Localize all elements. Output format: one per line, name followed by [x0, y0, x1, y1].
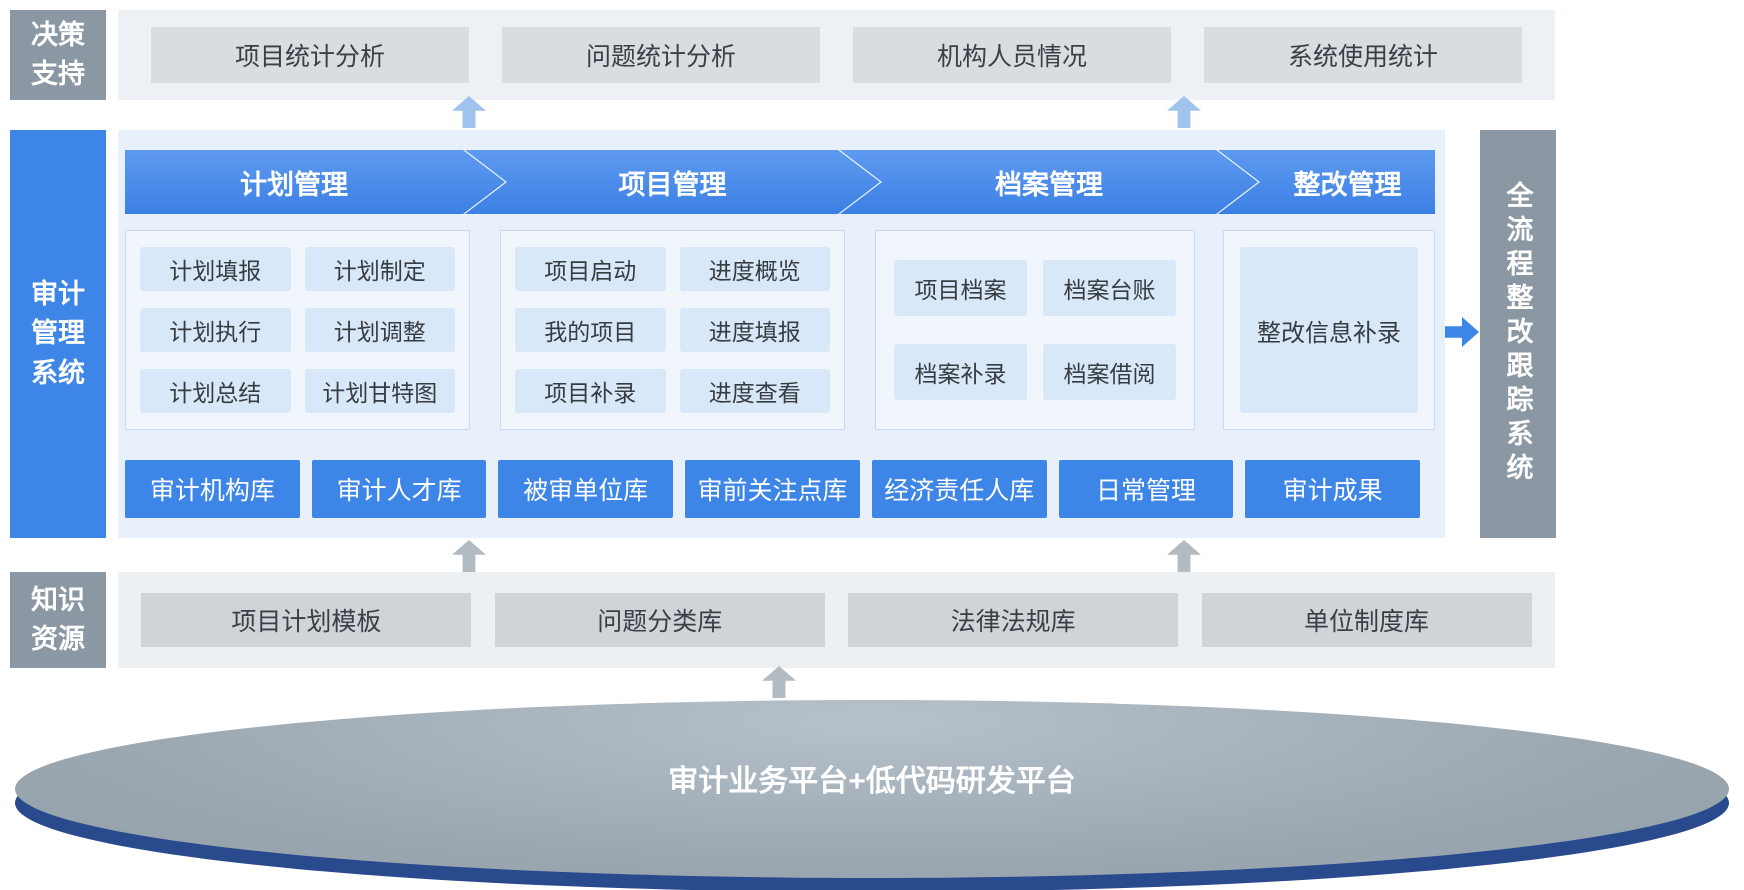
up-arrow-icon [1167, 540, 1201, 572]
module-item: 项目启动 [515, 247, 666, 291]
decision-support-item: 项目统计分析 [151, 27, 469, 83]
library-item: 经济责任人库 [871, 460, 1047, 518]
audit-system-label: 审计管理系统 [10, 130, 106, 538]
library-row: 审计机构库 审计人才库 被审单位库 审前关注点库 经济责任人库 日常管理 审计成… [125, 460, 1421, 518]
module-item: 计划制定 [304, 247, 455, 291]
module-item: 进度查看 [679, 369, 830, 413]
decision-support-item: 系统使用统计 [1204, 27, 1522, 83]
knowledge-resources-label: 知识资源 [10, 572, 106, 668]
column-header-archive: 档案管理 [840, 150, 1258, 214]
audit-system-panel: 计划管理 项目管理 档案管理 整改管理 计划填报 计划制定 计划执行 计划调整 … [118, 130, 1445, 538]
knowledge-item: 问题分类库 [494, 593, 825, 647]
library-item: 审计成果 [1245, 460, 1421, 518]
column-header-plan: 计划管理 [125, 150, 505, 214]
module-item: 我的项目 [515, 308, 666, 352]
module-item: 档案借阅 [1043, 344, 1176, 400]
module-item: 计划调整 [304, 308, 455, 352]
platform-cylinder: 审计业务平台+低代码研发平台 [15, 700, 1729, 890]
module-item: 档案台账 [1043, 260, 1176, 316]
library-item: 审计人才库 [311, 460, 487, 518]
project-management-panel: 项目启动 进度概览 我的项目 进度填报 项目补录 进度查看 [500, 230, 845, 430]
library-item: 审前关注点库 [685, 460, 860, 518]
knowledge-item: 法律法规库 [848, 593, 1179, 647]
decision-support-item: 机构人员情况 [853, 27, 1171, 83]
up-arrow-icon [452, 96, 486, 128]
up-arrow-icon [1167, 96, 1201, 128]
column-header-project: 项目管理 [465, 150, 880, 214]
tracking-system-label: 全流程整改跟踪系统 [1480, 130, 1556, 538]
library-item: 审计机构库 [125, 460, 300, 518]
module-item: 项目补录 [515, 369, 666, 413]
module-item: 计划执行 [140, 308, 291, 352]
library-item: 日常管理 [1058, 460, 1234, 518]
library-item: 被审单位库 [498, 460, 674, 518]
audit-system-label-text: 审计管理系统 [31, 279, 85, 388]
knowledge-item: 项目计划模板 [141, 593, 472, 647]
platform-label: 审计业务平台+低代码研发平台 [668, 765, 1076, 798]
rectification-management-panel: 整改信息补录 [1223, 230, 1435, 430]
module-item: 进度填报 [679, 308, 830, 352]
module-item: 进度概览 [679, 247, 830, 291]
module-item: 计划甘特图 [304, 369, 455, 413]
decision-support-band: 项目统计分析 问题统计分析 机构人员情况 系统使用统计 [118, 10, 1555, 100]
platform-disk [15, 700, 1729, 878]
decision-support-label-text: 决策支持 [31, 19, 85, 89]
module-item: 整改信息补录 [1240, 247, 1418, 413]
knowledge-resources-band: 项目计划模板 问题分类库 法律法规库 单位制度库 [118, 572, 1555, 668]
decision-support-label: 决策支持 [10, 10, 106, 100]
module-item: 计划填报 [140, 247, 291, 291]
module-item: 档案补录 [894, 344, 1027, 400]
up-arrow-icon [762, 666, 796, 698]
archive-management-panel: 项目档案 档案台账 档案补录 档案借阅 [875, 230, 1195, 430]
decision-support-item: 问题统计分析 [502, 27, 820, 83]
knowledge-item: 单位制度库 [1201, 593, 1532, 647]
right-arrow-icon [1445, 317, 1479, 347]
module-item: 计划总结 [140, 369, 291, 413]
tracking-system-label-text: 全流程整改跟踪系统 [1502, 181, 1533, 487]
module-item: 项目档案 [894, 260, 1027, 316]
plan-management-panel: 计划填报 计划制定 计划执行 计划调整 计划总结 计划甘特图 [125, 230, 470, 430]
up-arrow-icon [452, 540, 486, 572]
knowledge-resources-label-text: 知识资源 [31, 584, 85, 654]
